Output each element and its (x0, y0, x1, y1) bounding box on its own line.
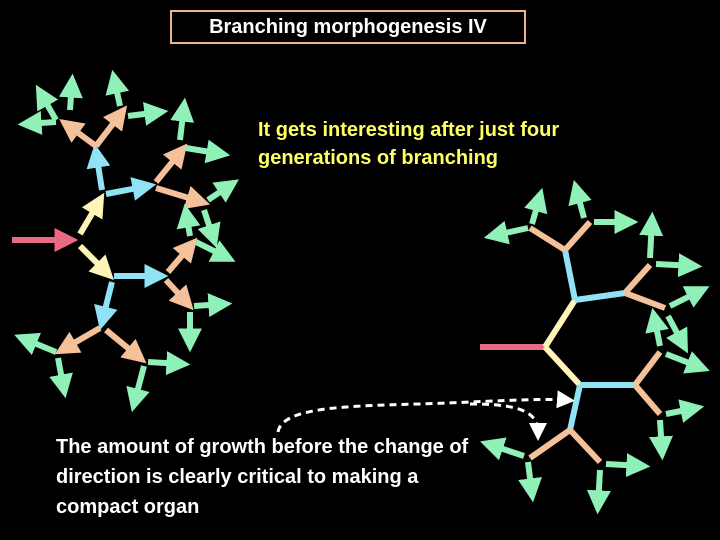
right-tree-tips (480, 179, 710, 515)
caption-bottom: The amount of growth before the change o… (56, 436, 469, 518)
caption-top: It gets interesting after just four gene… (258, 119, 560, 169)
slide-title: Branching morphogenesis IV (209, 15, 487, 38)
title-box: Branching morphogenesis IV (170, 10, 526, 44)
left-branching-tree (12, 69, 239, 413)
dashed-connectors (276, 390, 575, 441)
right-branching-tree (480, 220, 667, 465)
